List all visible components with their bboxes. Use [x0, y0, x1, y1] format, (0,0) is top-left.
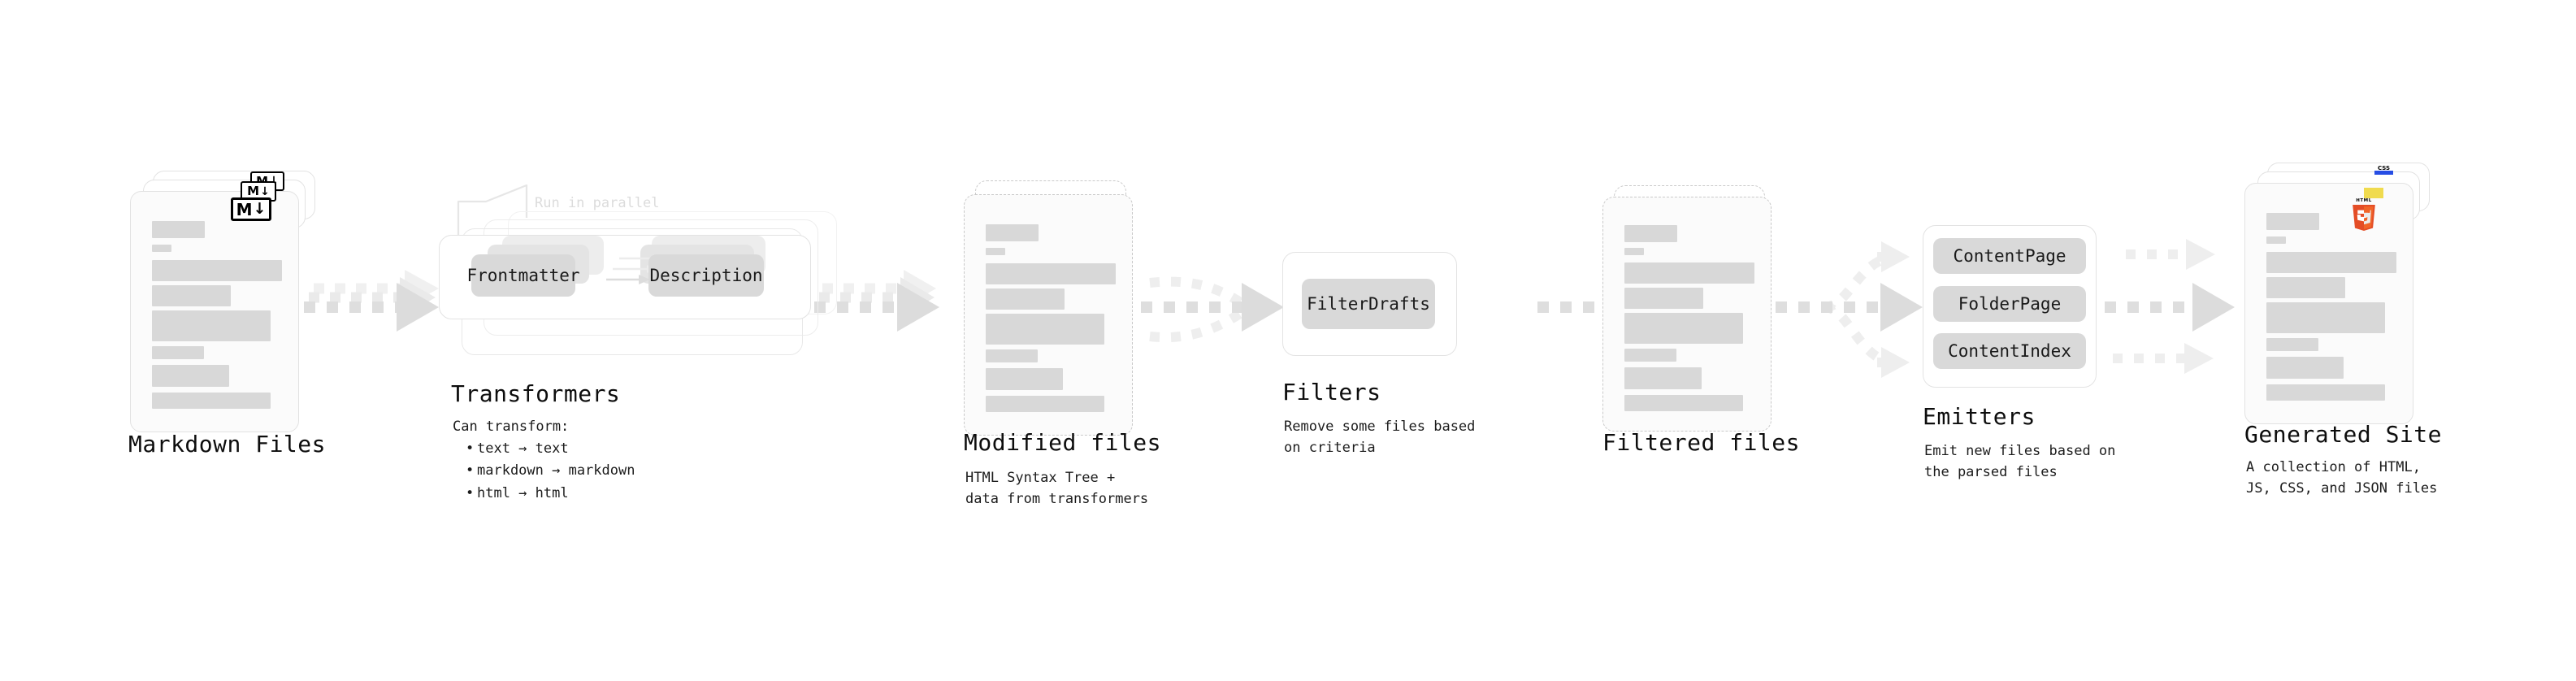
transformers-group: Frontmatter Description [439, 211, 845, 362]
css-icon: CSS [2374, 165, 2393, 175]
transformers-transform-item: markdown → markdown [466, 460, 635, 482]
emitters-subtitle: Emit new files based on the parsed files [1924, 443, 2116, 481]
connector-filtered-to-emitters [1776, 241, 1923, 378]
generated-site-title: Generated Site [2244, 421, 2443, 448]
generated-card-front [2244, 183, 2413, 424]
connector-modified-to-filters [1141, 276, 1284, 342]
filtered-files-title: Filtered files [1602, 429, 1801, 456]
emitters-chip-contentindex[interactable]: ContentIndex [1933, 333, 2086, 369]
markdown-files-title: Markdown Files [128, 431, 327, 458]
filtered-placeholder-lines [1603, 197, 1771, 431]
markdown-badge-arrow: ↓ [260, 184, 270, 198]
markdown-files-stack: M ↓ M ↓ M ↓ [130, 171, 325, 432]
connector-emitters-to-site [2105, 239, 2235, 374]
markdown-badge-letter: M [247, 184, 260, 198]
svg-text:HTML: HTML [2356, 198, 2372, 203]
markdown-card-front [130, 191, 299, 432]
emitters-chip-contentpage[interactable]: ContentPage [1933, 238, 2086, 274]
transformers-chip-description[interactable]: Description [648, 254, 764, 297]
modified-files-stack [964, 180, 1151, 440]
generated-placeholder-lines [2245, 184, 2413, 423]
transformers-chip-frontmatter[interactable]: Frontmatter [466, 254, 580, 297]
transformers-description-lead: Can transform: [453, 419, 570, 435]
markdown-badge-front: M ↓ [231, 197, 271, 221]
emitters-chip-folderpage[interactable]: FolderPage [1933, 286, 2086, 322]
modified-files-subtitle: HTML Syntax Tree + data from transformer… [965, 470, 1149, 508]
modified-placeholder-lines [965, 195, 1132, 435]
emitters-group: ContentPage FolderPage ContentIndex [1923, 225, 2110, 392]
markdown-placeholder-lines [131, 192, 298, 432]
js-icon [2364, 188, 2383, 198]
emitters-title: Emitters [1923, 403, 2036, 430]
markdown-badge-arrow: ↓ [253, 200, 267, 218]
filtered-card-front [1602, 197, 1772, 432]
transformers-transform-list: text → text markdown → markdown html → h… [453, 438, 635, 505]
generated-site-subtitle: A collection of HTML, JS, CSS, and JSON … [2246, 459, 2438, 497]
filters-chip-filterdrafts[interactable]: FilterDrafts [1302, 279, 1435, 329]
markdown-badge-letter: M [236, 199, 253, 219]
transformers-description: Can transform: text → text markdown → ma… [453, 416, 635, 505]
transformers-transform-item: text → text [466, 438, 635, 460]
run-in-parallel-label: Run in parallel [535, 195, 660, 211]
modified-card-front [964, 194, 1133, 436]
html5-icon: HTML [2353, 198, 2375, 231]
generated-site-stack: CSS HTML [2244, 163, 2439, 424]
filters-group: FilterDrafts [1282, 252, 1461, 358]
filters-title: Filters [1282, 379, 1381, 406]
filtered-files-stack [1602, 185, 1789, 445]
css-icon-label: CSS [2377, 165, 2391, 171]
modified-files-title: Modified files [964, 429, 1162, 456]
filters-subtitle: Remove some files based on criteria [1284, 419, 1476, 457]
transformers-title: Transformers [451, 380, 621, 407]
transformers-transform-item: html → html [466, 483, 635, 505]
